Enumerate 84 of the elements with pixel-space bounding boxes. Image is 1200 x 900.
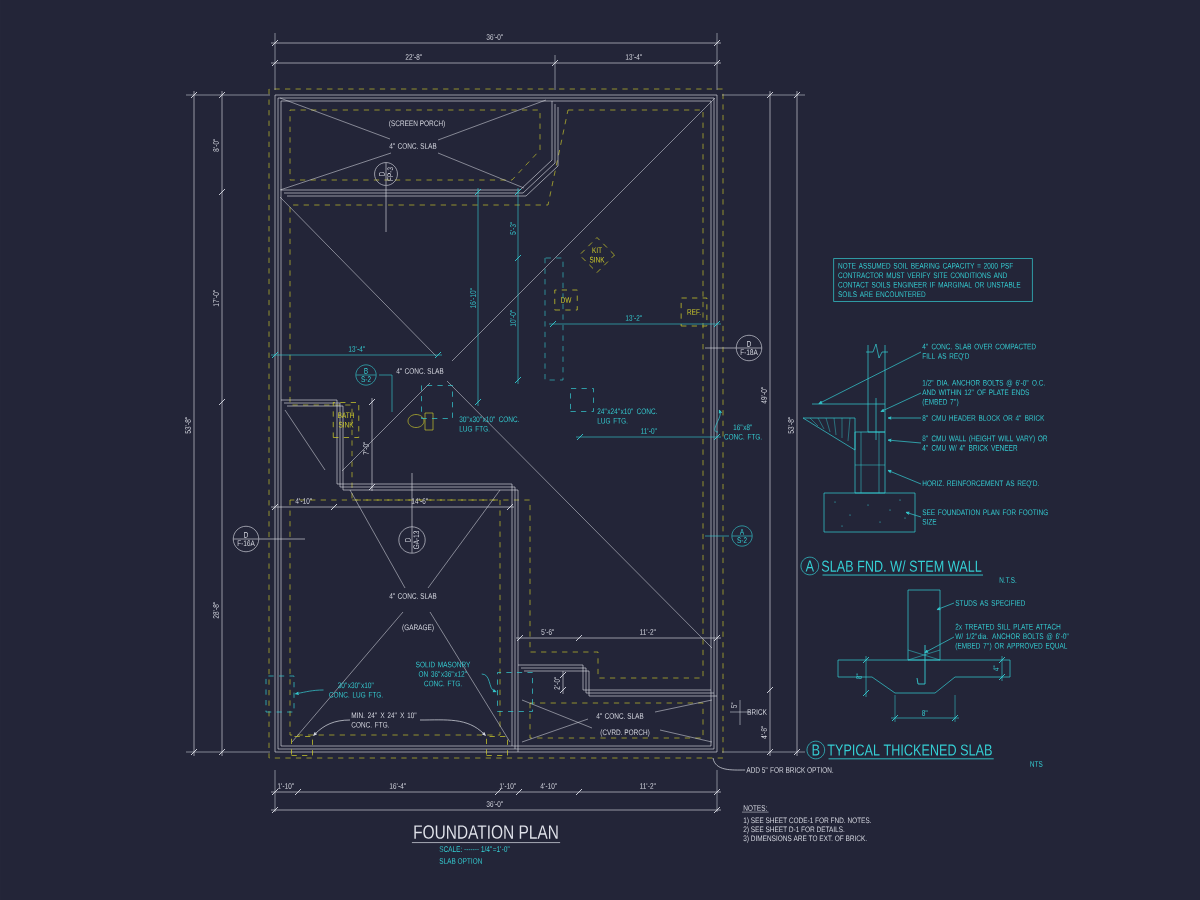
dimension-text: 5'-3" (510, 222, 516, 235)
slab-label: 4" CONC. SLAB (396, 368, 444, 374)
slab-label: 4" CONC. SLAB (389, 593, 437, 599)
dimension-text: 13'-4" (625, 54, 642, 60)
appliance-box: REF. (680, 297, 708, 327)
dimension-text: 11'-2" (640, 783, 656, 789)
leader-line (313, 719, 351, 736)
leader-line (936, 602, 955, 610)
leader-line (295, 689, 324, 695)
footing-outline (265, 675, 295, 713)
annotation-text: STUDS AS SPECIFIED (955, 600, 1025, 606)
footing-outline (497, 672, 533, 712)
footing-label: 30"x30"x10" CONC. LUG FTG. (459, 416, 519, 432)
detail-title: SLAB FND. W/ STEM WALL (821, 560, 984, 576)
dimension-text: 22'-8" (405, 54, 422, 60)
note-box: NOTE ASSUMED SOIL BEARING CAPACITY = 2000 PSF CONTRACTOR MUST VERIFY SITE CONDITIONS AND CONTACT SOILS ENGINEER IF MARGINAL OR UNSTABLE SOILS ARE ENCOUNTERED (833, 258, 1033, 302)
dimension-text: 11'-0" (641, 428, 657, 434)
leader-line (905, 511, 922, 518)
scale-text: SCALE: ------- 1/4"=1'-0" (439, 846, 510, 852)
room-label: (GARAGE) (402, 624, 434, 632)
annotation-text: 8" CMU WALL (HEIGHT WILL VARY) OR 4" CMU W/ 4" BRICK VENEER (922, 435, 1048, 451)
appliance-box: DW (554, 289, 578, 311)
leader-line (714, 409, 722, 433)
callout-text: ADD 5" FOR BRICK OPTION. (746, 767, 834, 773)
dimension-text: 28'-8" (213, 602, 219, 619)
leader-line (887, 470, 922, 485)
scale-note: N.T.S. (999, 577, 1017, 583)
dimension-text: 4'-10" (295, 498, 312, 504)
dimension-text: 14'-6" (411, 498, 428, 504)
leader-line (887, 438, 922, 444)
leader-line (924, 636, 955, 653)
note-text: 2) SEE SHEET D-1 FOR DETAILS. (743, 826, 845, 834)
dimension-text: 36'-0" (486, 801, 503, 807)
dimension-text: 53'-8" (788, 417, 794, 434)
dimension-text: 16'-4" (389, 783, 406, 789)
footing-label: 24"x24"x10" CONC. LUG FTG. (597, 408, 657, 424)
annotation-text: 4" CONC. SLAB OVER COMPACTED FILL AS REQ'D (922, 343, 1036, 361)
drawing-title: FOUNDATION PLAN (411, 825, 561, 843)
dimension-text: 4'-8" (761, 726, 767, 739)
footing-outline (291, 736, 313, 756)
room-label: (CVRD. PORCH) (600, 729, 650, 737)
slab-label: 4" CONC. SLAB (389, 143, 437, 149)
dimension-text: 13'-2" (625, 315, 642, 321)
dimension-text: 8" (856, 673, 862, 679)
dimension-text: 53'-8" (185, 417, 191, 434)
leader-line (419, 719, 486, 736)
annotation-text: 2x TREATED SILL PLATE ATTACH W/ 1/2"dia. ANCHOR BOLTS @ 6'-0" (EMBED 7") OR APPROVED EQUAL (955, 623, 1069, 651)
dimension-text: 10'-0" (510, 310, 516, 327)
callout-text: 16"x8" CONC. FTG. (724, 424, 762, 440)
leader-line (481, 673, 497, 693)
leader-line (712, 757, 746, 771)
detail-title: TYPICAL THICKENED SLAB (827, 744, 995, 760)
note-text: 3) DIMENSIONS ARE TO EXT. OF BRICK. (743, 835, 867, 843)
callout-text: 30"x30"x10" CONC. LUG FTG. (329, 682, 383, 698)
dimension-text: 5" (731, 702, 737, 708)
dimension-text: BRICK (747, 709, 767, 715)
dimension-text: 4'-10" (540, 783, 557, 789)
annotation-text: HORIZ. REINFORCEMENT AS REQ'D. (922, 480, 1039, 488)
dimension-text: 5'-6" (541, 629, 555, 635)
dimension-text: 7'-0" (363, 442, 369, 455)
dimension-text: 8'-0" (213, 139, 219, 152)
dimension-text: 11'-2" (640, 629, 656, 635)
annotation-text: SEE FOUNDATION PLAN FOR FOOTING SIZE (922, 509, 1048, 525)
leader-line (880, 392, 922, 412)
annotation-text: 8" CMU HEADER BLOCK OR 4" BRICK (922, 415, 1045, 421)
dimension-text: 13'-4" (348, 346, 365, 352)
callout-text: MIN. 24" X 24" X 10" CONC. FTG. (351, 712, 417, 728)
dimension-text: 4" (993, 665, 999, 672)
leader-line (818, 351, 922, 404)
notes-heading: NOTES: (741, 805, 769, 813)
footing-outline (486, 736, 508, 756)
scale-text: SLAB OPTION (439, 858, 482, 864)
scale-note: NTS (1030, 761, 1043, 767)
leader-line (887, 416, 922, 420)
note-text: 1) SEE SHEET CODE-1 FOR FND. NOTES. (743, 817, 871, 825)
dimension-text: 36'-0" (486, 34, 503, 40)
slab-label: 4" CONC. SLAB (596, 713, 644, 719)
dimension-text: 16'-10" (470, 288, 476, 308)
room-label: (SCREEN PORCH) (389, 120, 445, 128)
dimension-text: 8" (922, 710, 928, 716)
annotation-text: 1/2" DIA. ANCHOR BOLTS @ 6'-0" O.C. AND WITHIN 12" OF PLATE ENDS (EMBED 7") (922, 379, 1045, 407)
callout-text: SOLID MASONRY ON 36"x36"x12" CONC. FTG. (415, 661, 471, 687)
dimension-text: 17'-0" (213, 290, 219, 307)
dimension-text: 49'-0" (761, 387, 767, 404)
